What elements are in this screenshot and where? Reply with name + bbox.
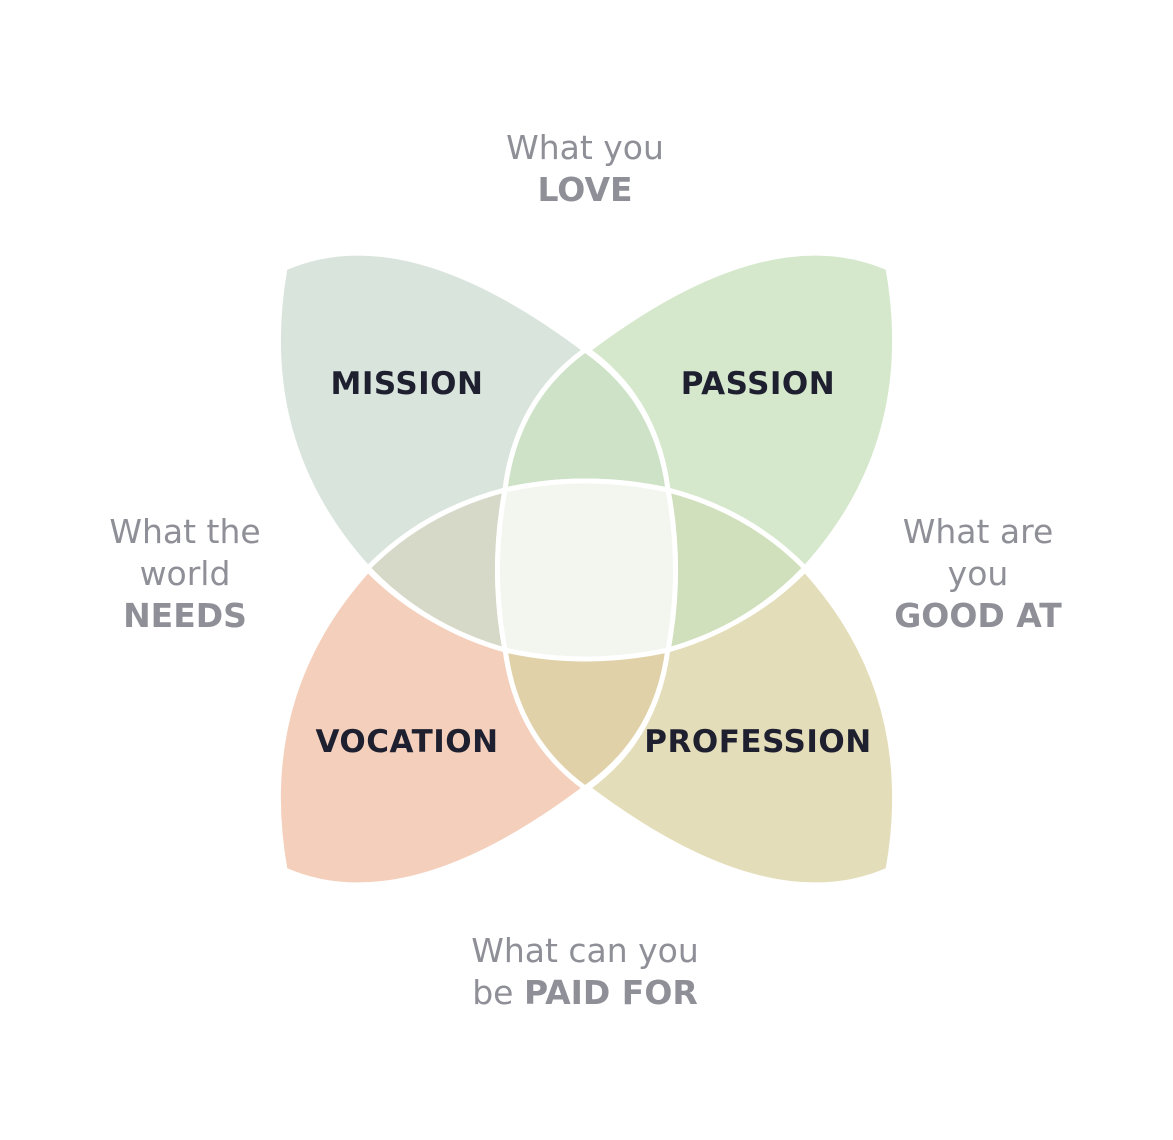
ikigai-center [495,478,678,662]
good-at-bold: GOOD AT [894,596,1062,635]
label-needs: What the world NEEDS [25,511,345,637]
label-love: What you LOVE [425,127,745,211]
needs-line1: What the [109,512,261,551]
good-at-line2: you [947,554,1009,593]
good-at-line1: What are [902,512,1054,551]
paid-for-prefix: be [472,973,514,1012]
love-bold: LOVE [537,170,633,209]
region-profession: PROFESSION [644,724,872,760]
love-line1: What you [506,128,664,167]
paid-for-line1: What can you [471,931,699,970]
region-passion: PASSION [680,366,836,402]
label-paid-for: What can you be PAID FOR [425,930,745,1014]
region-mission: MISSION [330,366,484,402]
paid-for-bold: PAID FOR [523,973,698,1012]
needs-line2: world [139,554,231,593]
label-good-at: What are you GOOD AT [818,511,1138,637]
needs-bold: NEEDS [123,596,247,635]
region-vocation: VOCATION [315,724,499,760]
